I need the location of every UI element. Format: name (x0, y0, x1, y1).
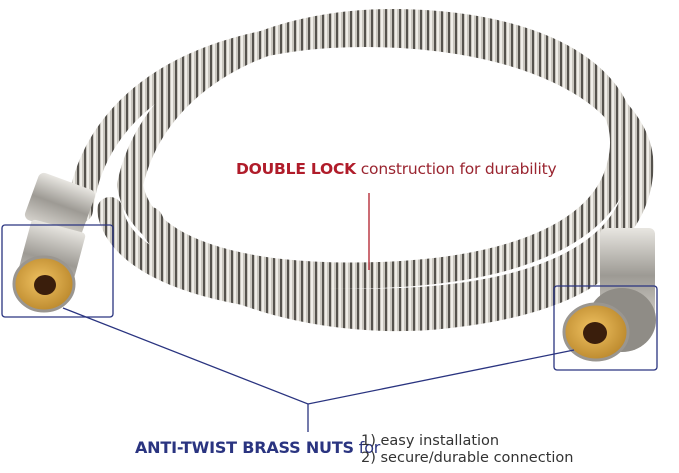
benefit-item: 2) secure/durable connection (361, 450, 574, 466)
left-fitting (12, 172, 96, 313)
benefits-list: 1) easy installation 2) secure/durable c… (361, 433, 573, 467)
double-lock-label: DOUBLE LOCK construction for durability (236, 160, 557, 178)
brass-nuts-label: ANTI-TWIST BRASS NUTS for (135, 438, 380, 457)
hose-coils (67, 8, 654, 332)
left-callout-box (1, 224, 114, 318)
right-fitting (562, 228, 656, 362)
double-lock-bold: DOUBLE LOCK (236, 160, 356, 178)
brass-nuts-bold: ANTI-TWIST BRASS NUTS (135, 438, 354, 457)
right-callout-box (553, 285, 658, 371)
brass-nuts-text: for (353, 438, 381, 457)
double-lock-text: construction for durability (356, 160, 557, 178)
benefit-item: 1) easy installation (361, 433, 500, 449)
